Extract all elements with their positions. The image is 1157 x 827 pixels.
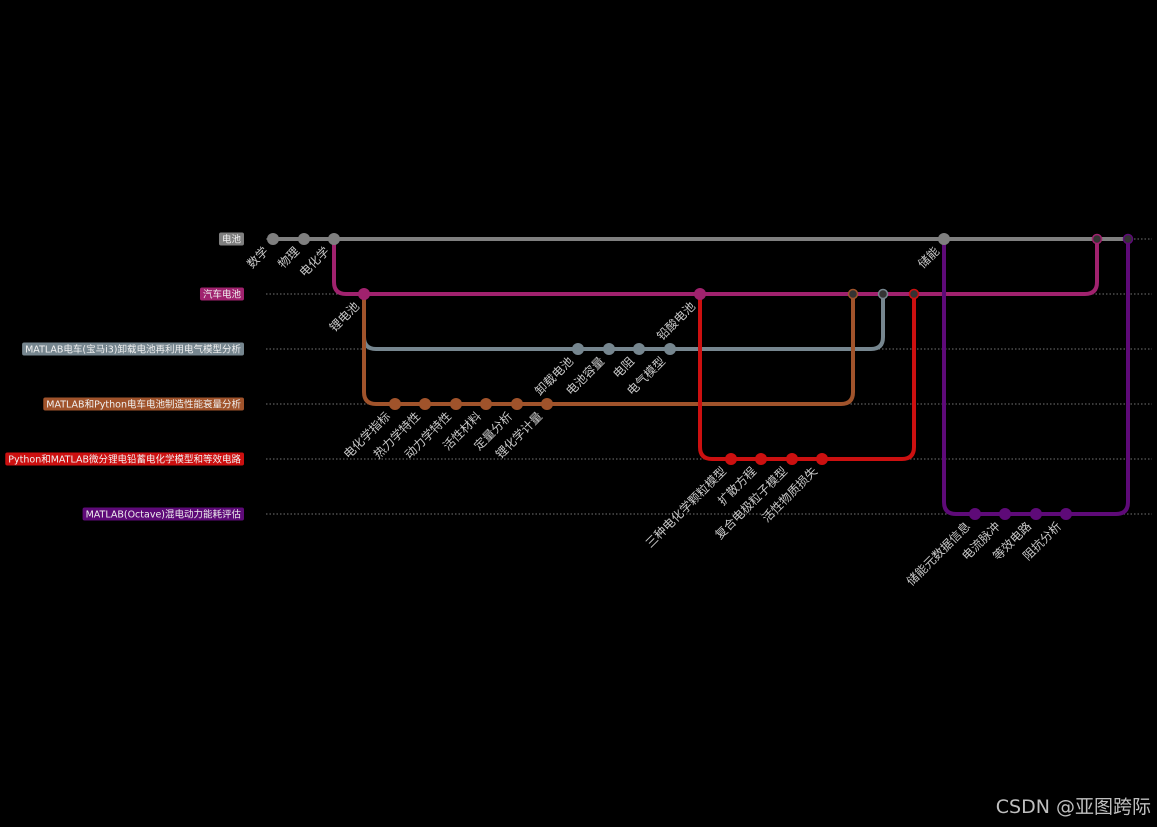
station-dot[interactable] — [298, 233, 310, 245]
station-dot[interactable] — [755, 453, 767, 465]
station-dot[interactable] — [999, 508, 1011, 520]
line-label-badge — [5, 452, 244, 466]
station-dot[interactable] — [664, 343, 676, 355]
terminal-marker — [1122, 233, 1134, 245]
station-dot[interactable] — [450, 398, 462, 410]
station-dot[interactable] — [511, 398, 523, 410]
line-label-octave[interactable]: MATLAB(Octave)混电动力能耗评估 — [82, 507, 244, 521]
station-dot[interactable] — [358, 288, 370, 300]
station-dot[interactable] — [603, 343, 615, 355]
track-bmw — [362, 292, 885, 351]
line-label-text: MATLAB(Octave)混电动力能耗评估 — [86, 509, 242, 521]
line-label-bmw[interactable]: MATLAB电车(宝马i3)卸载电池再利用电气模型分析 — [22, 342, 244, 356]
line-label-badge — [199, 287, 244, 301]
terminal-marker — [847, 288, 859, 300]
track-pymat — [362, 292, 855, 406]
terminal-marker — [1091, 233, 1103, 245]
station-dot[interactable] — [694, 288, 706, 300]
station-dot[interactable] — [725, 453, 737, 465]
terminal-marker — [877, 288, 889, 300]
station-dot[interactable] — [572, 343, 584, 355]
line-label-text: MATLAB电车(宝马i3)卸载电池再利用电气模型分析 — [25, 344, 241, 356]
line-label-lead[interactable]: Python和MATLAB微分锂电铅蓄电化学模型和等效电路 — [5, 452, 244, 466]
station-dot[interactable] — [419, 398, 431, 410]
line-label-badge — [22, 342, 244, 356]
station-label: 三种电化学颗粒模型 — [642, 464, 729, 551]
station-label: 铅酸电池 — [654, 299, 699, 344]
station-label: 电阻 — [610, 354, 637, 381]
line-label-battery[interactable]: 电池 — [218, 232, 244, 246]
station-dot[interactable] — [786, 453, 798, 465]
line-label-badge — [218, 232, 244, 246]
station-dot[interactable] — [1060, 508, 1072, 520]
station-dot[interactable] — [1030, 508, 1042, 520]
track-octave — [942, 237, 1130, 516]
station-dot[interactable] — [541, 398, 553, 410]
line-label-car[interactable]: 汽车电池 — [199, 287, 244, 301]
station-dot[interactable] — [816, 453, 828, 465]
station-dot[interactable] — [633, 343, 645, 355]
line-label-text: 汽车电池 — [203, 289, 242, 301]
line-label-badge — [43, 397, 244, 411]
station-dot[interactable] — [267, 233, 279, 245]
watermark: CSDN @亚图跨际 — [995, 796, 1151, 818]
line-label-pymat[interactable]: MATLAB和Python电车电池制造性能衰量分析 — [43, 397, 244, 411]
terminal-marker — [908, 288, 920, 300]
line-label-text: MATLAB和Python电车电池制造性能衰量分析 — [46, 399, 241, 411]
station-label: 锂电池 — [326, 299, 362, 335]
station-dot[interactable] — [938, 233, 950, 245]
track-lead — [698, 292, 916, 461]
station-label: 储能 — [915, 244, 943, 272]
station-label: 数学 — [244, 244, 272, 272]
station-dot[interactable] — [480, 398, 492, 410]
line-label-badge — [82, 507, 244, 521]
line-label-text: Python和MATLAB微分锂电铅蓄电化学模型和等效电路 — [8, 454, 241, 466]
station-dot[interactable] — [969, 508, 981, 520]
station-label: 电化学 — [296, 244, 332, 280]
station-dot[interactable] — [328, 233, 340, 245]
track-car — [332, 237, 1099, 296]
station-dot[interactable] — [389, 398, 401, 410]
line-label-text: 电池 — [222, 234, 242, 246]
